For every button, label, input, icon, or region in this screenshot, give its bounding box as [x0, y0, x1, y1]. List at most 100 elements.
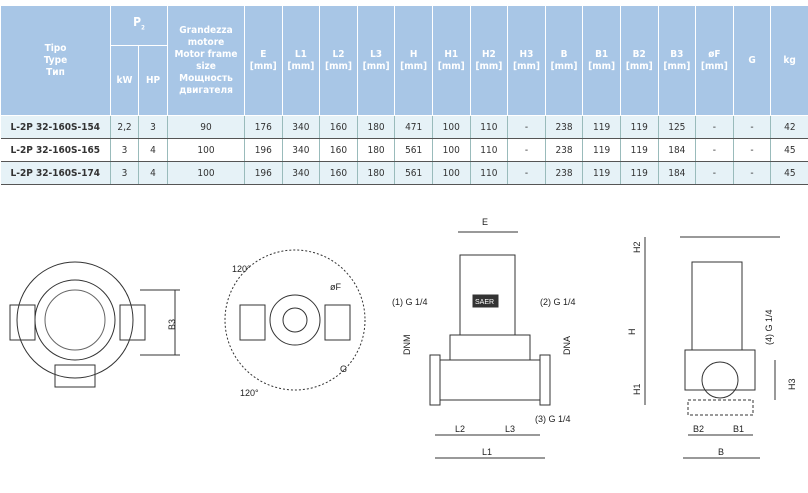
- value-cell: 238: [544, 161, 583, 185]
- header-col: H[mm]: [394, 5, 433, 116]
- svg-text:øF: øF: [330, 282, 341, 292]
- value-cell: 90: [167, 115, 245, 139]
- svg-text:H1: H1: [632, 383, 642, 395]
- value-cell: 471: [394, 115, 433, 139]
- value-cell: 561: [394, 138, 433, 162]
- svg-text:H2: H2: [632, 241, 642, 253]
- svg-text:DNA: DNA: [562, 336, 572, 355]
- header-col: B1[mm]: [582, 5, 621, 116]
- svg-text:L1: L1: [482, 447, 492, 457]
- value-cell: 340: [281, 115, 320, 139]
- value-cell: 119: [582, 161, 621, 185]
- value-cell: 110: [469, 161, 508, 185]
- value-cell: 561: [394, 161, 433, 185]
- value-cell: 3: [110, 138, 139, 162]
- model-cell: L-2P 32-160S-154: [0, 115, 111, 139]
- value-cell: 100: [431, 115, 471, 139]
- svg-text:SAER: SAER: [475, 299, 494, 306]
- front-view-drawing: B3: [9, 261, 180, 388]
- end-view-drawing: H2 H H1 H3 (4) G 1/4 B2 B1 B: [627, 236, 797, 459]
- header-col: H1[mm]: [431, 5, 471, 116]
- value-cell: -: [732, 115, 771, 139]
- bottom-view-drawing: 120° 120° øF G: [224, 249, 366, 398]
- value-cell: 340: [281, 161, 320, 185]
- value-cell: 184: [657, 161, 696, 185]
- value-cell: 42: [770, 115, 808, 139]
- svg-text:H: H: [627, 329, 637, 336]
- header-col: L1[mm]: [281, 5, 321, 116]
- header-col: L2[mm]: [319, 5, 358, 116]
- value-cell: 184: [657, 138, 696, 162]
- value-cell: -: [695, 138, 734, 162]
- value-cell: 238: [544, 138, 583, 162]
- svg-text:L3: L3: [505, 424, 515, 434]
- value-cell: 180: [356, 138, 395, 162]
- value-cell: -: [732, 161, 771, 185]
- header-col: L3[mm]: [356, 5, 396, 116]
- value-cell: 45: [770, 161, 808, 185]
- value-cell: -: [507, 138, 546, 162]
- model-cell: L-2P 32-160S-174: [0, 161, 111, 185]
- value-cell: -: [507, 161, 546, 185]
- svg-text:(1) G 1/4: (1) G 1/4: [392, 297, 428, 307]
- value-cell: -: [695, 115, 734, 139]
- value-cell: 119: [619, 161, 659, 185]
- value-cell: 119: [619, 115, 659, 139]
- header-hp: HP: [138, 45, 168, 116]
- value-cell: 119: [619, 138, 659, 162]
- value-cell: -: [732, 138, 771, 162]
- value-cell: 2,2: [110, 115, 139, 139]
- header-col: G: [732, 5, 772, 116]
- header-col: H2[mm]: [469, 5, 509, 116]
- value-cell: 119: [582, 138, 621, 162]
- svg-text:(2) G 1/4: (2) G 1/4: [540, 297, 576, 307]
- header-col: B3[mm]: [657, 5, 697, 116]
- value-cell: 4: [138, 138, 168, 162]
- svg-text:H3: H3: [787, 378, 797, 390]
- svg-text:120°: 120°: [232, 264, 251, 274]
- header-col: øF[mm]: [695, 5, 734, 116]
- value-cell: -: [507, 115, 546, 139]
- value-cell: 110: [469, 115, 508, 139]
- value-cell: 176: [244, 115, 283, 139]
- svg-text:120°: 120°: [240, 388, 259, 398]
- value-cell: 3: [138, 115, 168, 139]
- svg-text:G: G: [340, 364, 347, 374]
- value-cell: 160: [319, 115, 358, 139]
- value-cell: 160: [319, 138, 358, 162]
- value-cell: 100: [431, 138, 471, 162]
- model-cell: L-2P 32-160S-165: [0, 138, 111, 162]
- svg-text:B3: B3: [167, 319, 177, 330]
- value-cell: -: [695, 161, 734, 185]
- value-cell: 180: [356, 115, 395, 139]
- svg-text:B2: B2: [693, 424, 704, 434]
- header-col: H3[mm]: [507, 5, 546, 116]
- svg-text:L2: L2: [455, 424, 465, 434]
- value-cell: 196: [244, 138, 283, 162]
- value-cell: 160: [319, 161, 358, 185]
- header-col: E[mm]: [244, 5, 283, 116]
- header-col: B[mm]: [544, 5, 584, 116]
- value-cell: 340: [281, 138, 320, 162]
- header-col: B2[mm]: [619, 5, 659, 116]
- value-cell: 100: [167, 161, 245, 185]
- value-cell: 119: [582, 115, 621, 139]
- value-cell: 110: [469, 138, 508, 162]
- value-cell: 196: [244, 161, 283, 185]
- value-cell: 180: [356, 161, 395, 185]
- value-cell: 100: [431, 161, 471, 185]
- svg-text:DNM: DNM: [402, 335, 412, 356]
- header-p2: P2: [110, 5, 168, 46]
- svg-text:(4) G 1/4: (4) G 1/4: [764, 309, 774, 345]
- value-cell: 45: [770, 138, 808, 162]
- svg-text:(3) G 1/4: (3) G 1/4: [535, 414, 571, 424]
- svg-text:E: E: [482, 217, 488, 227]
- value-cell: 125: [657, 115, 696, 139]
